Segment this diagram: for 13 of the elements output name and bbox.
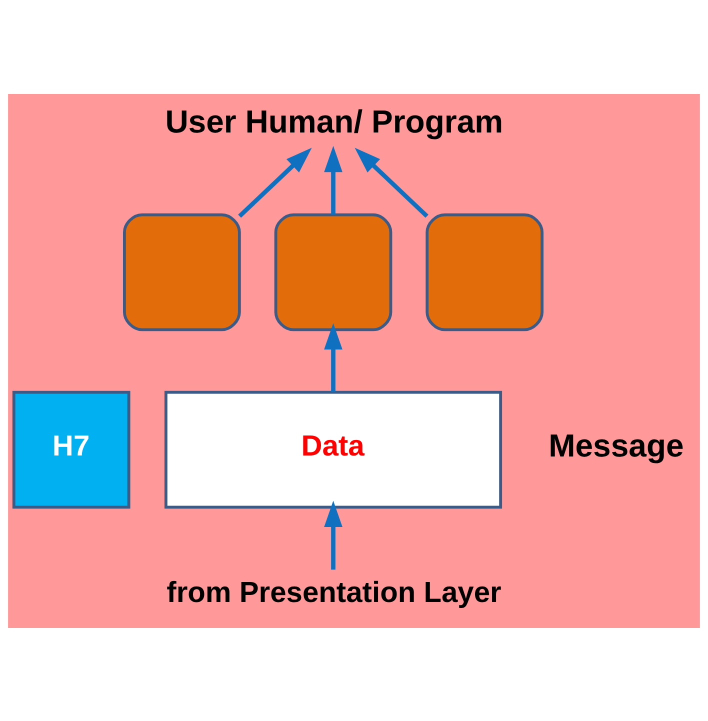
node-text: User Human/ Program	[165, 103, 504, 140]
node-box	[123, 212, 241, 331]
arrow	[324, 145, 342, 214]
node-box: H7	[12, 390, 130, 508]
node-box	[274, 212, 392, 331]
node-box	[426, 212, 544, 331]
node-text: from Presentation Layer	[166, 576, 502, 608]
arrow	[238, 147, 312, 218]
label: Message	[548, 426, 684, 463]
arrow	[354, 147, 428, 218]
node-box: Data	[164, 390, 502, 508]
arrow	[324, 322, 342, 392]
arrow	[324, 500, 342, 570]
